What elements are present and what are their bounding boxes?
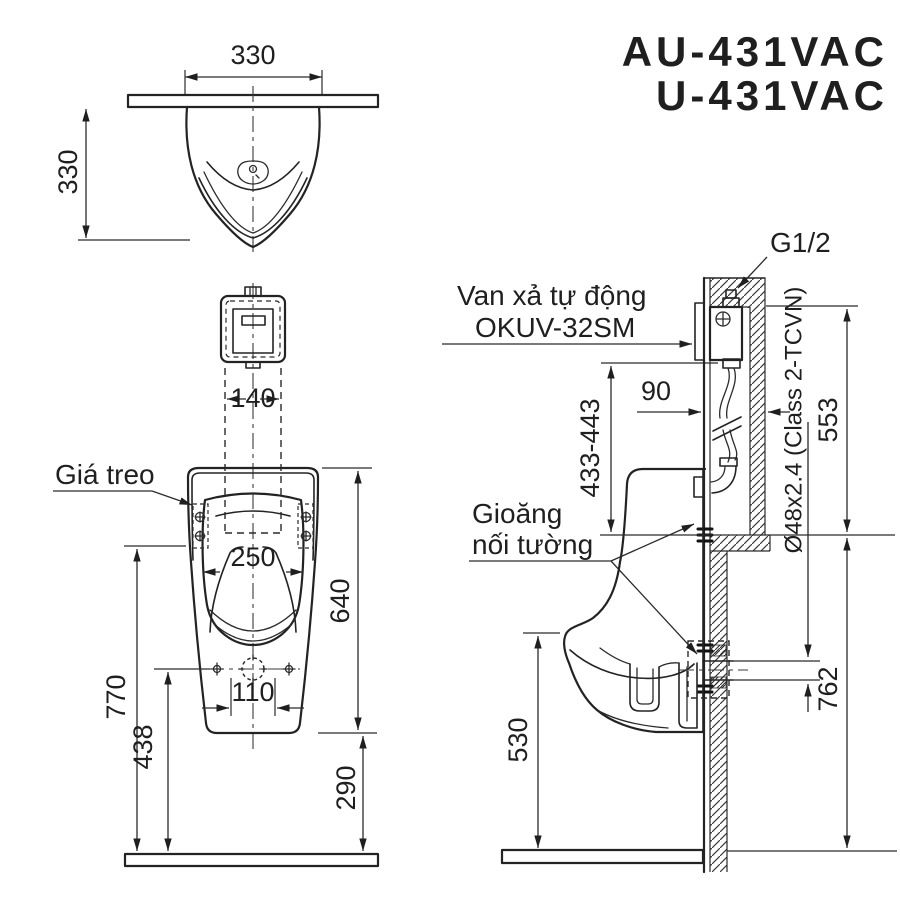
front-drain — [208, 654, 300, 684]
front-bowl-sweep-right — [262, 546, 297, 633]
front-bowl-sweep-left — [209, 546, 244, 633]
gasket-label-line2: nối tường — [472, 529, 593, 560]
recess-depth-dim: 90 — [641, 376, 671, 406]
outlet-height-dim: 762 — [813, 666, 843, 711]
front-view: 140 Giá treo 250 — [53, 283, 380, 868]
top-width-dim: 330 — [230, 40, 275, 70]
side-floor-plate — [500, 848, 705, 865]
side-wall — [702, 276, 771, 874]
valve-bottom-tab — [245, 361, 261, 369]
top-view: 330 330 — [53, 40, 380, 254]
drain-pipe-label: Ø48x2.4 (Class 2-TCVN) — [781, 287, 808, 554]
hose-upper-left — [719, 367, 730, 419]
front-lip-height-dim: 530 — [503, 717, 533, 762]
inlet-thread-leader — [737, 256, 768, 289]
inlet-flange — [693, 476, 705, 498]
hose-break-2 — [712, 425, 742, 441]
elbow-outer — [711, 465, 737, 494]
outlet-spud — [678, 640, 748, 699]
hanger-bracket-left — [192, 503, 209, 549]
inlet-thread-label: G1/2 — [770, 227, 831, 258]
front-flush-valve — [219, 286, 287, 369]
hole-spacing-dim: 110 — [231, 677, 274, 707]
bracket-height-dim: 770 — [101, 674, 131, 719]
front-body-outline — [186, 466, 320, 735]
bracket-leader — [151, 490, 193, 506]
hose-upper-right — [726, 367, 736, 419]
valve-label-line2: OKUV-32SM — [475, 312, 635, 343]
top-view-drain-tick — [255, 174, 260, 179]
gasket-label-line1: Gioăng — [472, 498, 562, 529]
side-body-outline — [563, 467, 707, 734]
drain-height-dim: 438 — [128, 724, 158, 769]
bracket-label: Giá treo — [55, 459, 155, 490]
side-flush-valve — [693, 289, 744, 498]
spud-clamps — [696, 527, 714, 694]
bottom-height-dim: 290 — [331, 765, 361, 810]
recess-height-dim: 553 — [813, 397, 843, 442]
side-body-section — [569, 647, 698, 729]
valve-face-plate — [694, 302, 705, 361]
front-bowl-arch — [215, 510, 291, 517]
elbow-nut — [719, 457, 738, 467]
model-code-base: U-431VAC — [656, 72, 888, 119]
front-bowl-opening — [201, 492, 305, 647]
gasket-leader-inlet — [610, 523, 695, 562]
valve-panel — [232, 308, 274, 354]
body-height-dim: 640 — [325, 578, 355, 623]
inlet-fitting-upper — [725, 289, 737, 299]
elbow-inner — [710, 465, 726, 483]
hose-lower-right — [729, 429, 738, 461]
top-view-drain-hole — [248, 164, 258, 174]
top-view-rim-line-1 — [198, 177, 308, 239]
valve-screw — [715, 311, 731, 327]
hose-lower-left — [722, 429, 731, 463]
gasket-leader-outlet — [610, 560, 698, 655]
top-view-rim-line-2 — [203, 171, 303, 234]
model-code-with-valve: AU-431VAC — [622, 28, 888, 75]
valve-sensor-window — [241, 315, 266, 326]
side-view: Ø48x2.4 (Class 2-TCVN) 90 433-443 553 76… — [442, 227, 897, 874]
hose-break-1 — [712, 416, 742, 432]
top-view-drain-area — [237, 160, 269, 185]
valve-body-side — [708, 305, 744, 362]
valve-width-dim: 140 — [230, 383, 275, 413]
top-view-bowl-inner-curve — [206, 161, 300, 191]
top-view-body-outline — [185, 105, 321, 249]
top-depth-dim: 330 — [53, 149, 83, 194]
valve-range-dim: 433-443 — [575, 398, 605, 497]
valve-label-line1: Van xả tự động — [457, 280, 646, 311]
valve-outlet-nut — [722, 358, 741, 369]
valve-top-fitting — [244, 286, 262, 297]
front-floor-plate — [123, 852, 380, 868]
front-basin-curve-2 — [213, 623, 293, 642]
front-rim-inner-line — [191, 472, 315, 561]
bowl-width-dim: 250 — [230, 542, 275, 572]
hanger-bracket-right — [297, 503, 314, 549]
valve-hidden-edge — [225, 300, 281, 358]
front-basin-curve-1 — [209, 609, 297, 632]
